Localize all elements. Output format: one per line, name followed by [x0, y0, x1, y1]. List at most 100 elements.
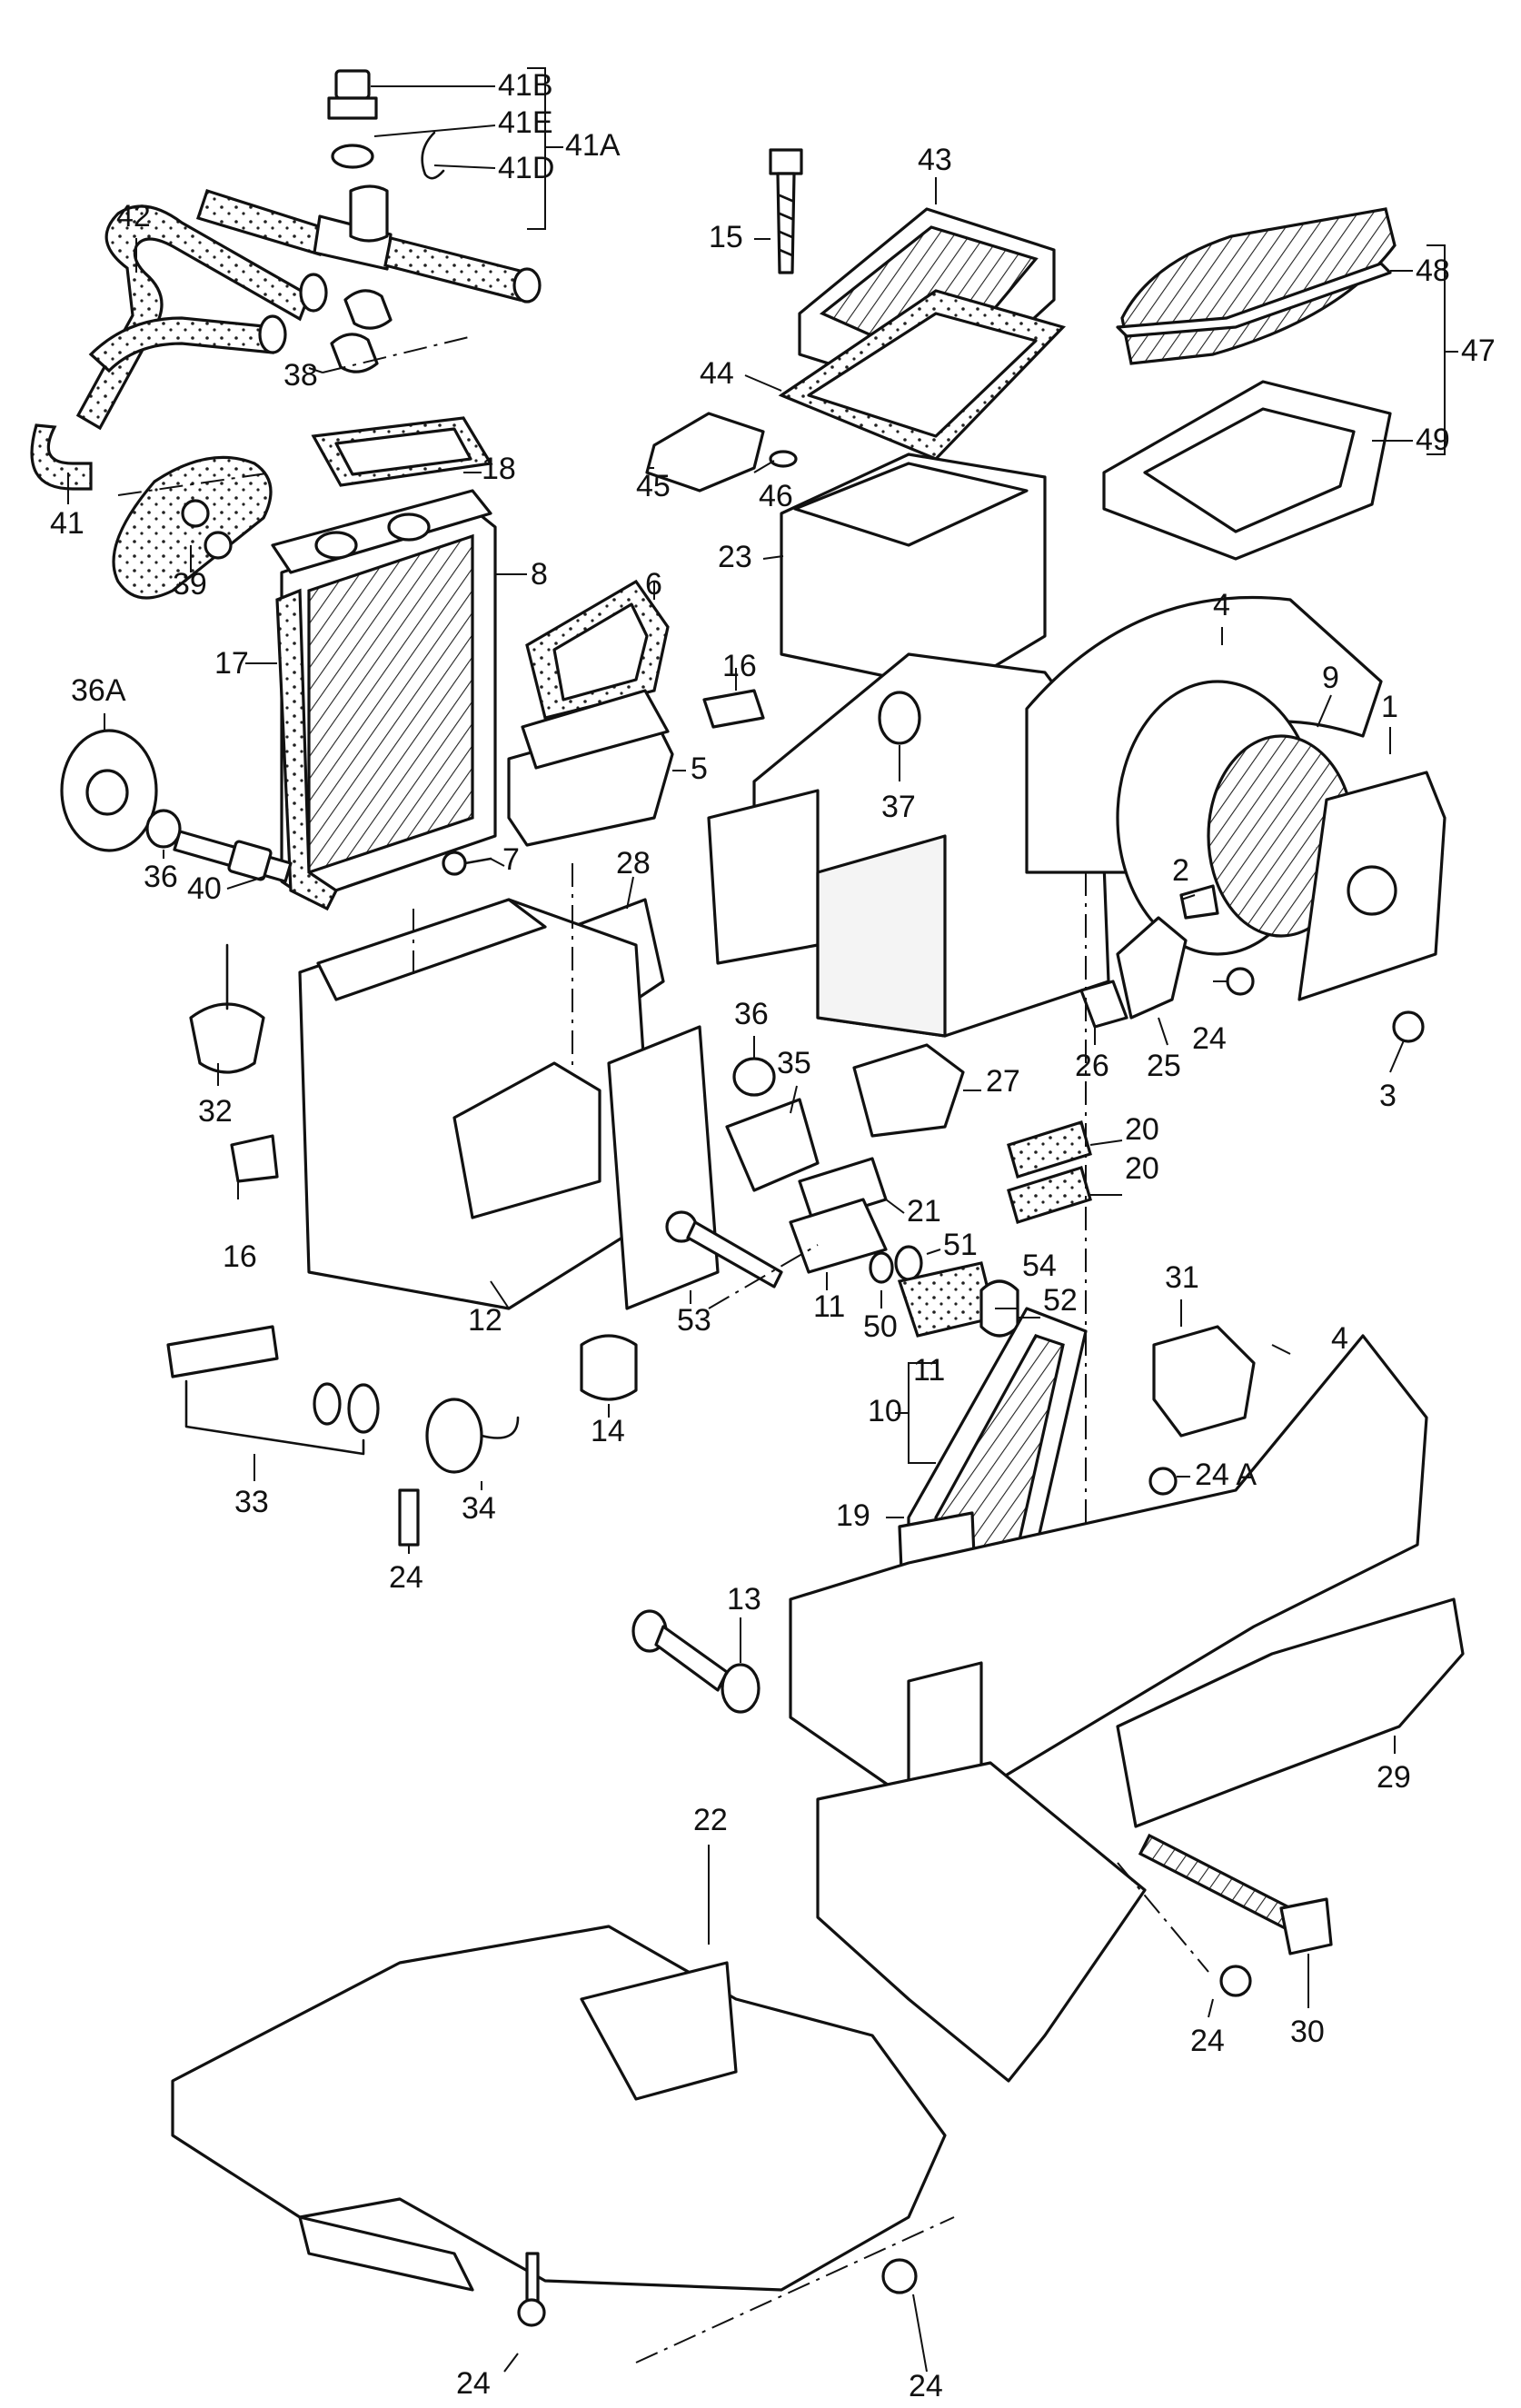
mount-14	[580, 1334, 638, 1401]
screw-24a	[1148, 1467, 1178, 1496]
relay-11a	[789, 1198, 888, 1274]
screw-7	[442, 851, 492, 876]
callout-21: 21	[907, 1194, 941, 1229]
drain-13	[631, 1609, 760, 1714]
callout-50: 50	[863, 1309, 898, 1344]
vacuum-actuator-32	[189, 943, 265, 1074]
callout-24e: 24	[456, 2366, 491, 2401]
heater-hoses	[30, 204, 328, 491]
leader-lines	[67, 67, 1458, 2373]
callout-6: 6	[645, 567, 662, 602]
callout-51: 51	[943, 1228, 978, 1262]
callout-4a: 4	[1213, 588, 1230, 622]
callout-26: 26	[1075, 1049, 1109, 1083]
callout-4b: 4	[1331, 1321, 1348, 1356]
gasket-35	[725, 1098, 820, 1192]
relay-31	[1152, 1325, 1256, 1438]
callout-3: 3	[1379, 1079, 1397, 1113]
callout-20b: 20	[1125, 1151, 1159, 1186]
callout-25: 25	[1147, 1049, 1181, 1083]
main-housing	[707, 652, 1110, 1038]
callout-39: 39	[173, 567, 207, 602]
callout-24a: 24	[1192, 1021, 1227, 1056]
grommet-37	[878, 691, 921, 745]
duct-gasket	[525, 579, 670, 720]
callout-1: 1	[1381, 690, 1398, 724]
callout-8: 8	[531, 557, 548, 592]
callout-34: 34	[462, 1491, 496, 1526]
coolant-temp-sender	[327, 69, 445, 180]
callout-16a: 16	[722, 649, 757, 683]
callout-12: 12	[468, 1303, 502, 1338]
callout-43: 43	[918, 143, 952, 177]
callout-52: 52	[1043, 1283, 1078, 1318]
alignment-axes	[117, 335, 1209, 2363]
blower-motor-1	[1207, 734, 1446, 1001]
callout-40: 40	[187, 871, 222, 906]
callout-42: 42	[116, 199, 151, 234]
mounting-bolt	[173, 830, 293, 883]
callout-41a: 41A	[565, 128, 621, 163]
callout-30: 30	[1290, 2015, 1325, 2049]
callout-17: 17	[214, 646, 249, 681]
callout-36: 36	[144, 860, 178, 894]
foam-seal	[112, 455, 273, 600]
callout-54: 54	[1022, 1249, 1057, 1283]
bracket-45	[645, 412, 765, 493]
callout-5: 5	[691, 751, 708, 786]
callout-41b: 41B	[498, 68, 553, 103]
callout-11a: 11	[813, 1289, 845, 1324]
washer-46	[769, 450, 798, 468]
callout-24f: 24	[909, 2369, 943, 2403]
duct-29	[1116, 1597, 1465, 1828]
strip-30	[1138, 1833, 1333, 1955]
callout-13: 13	[727, 1582, 761, 1617]
vacuum-actuator-34	[425, 1398, 520, 1474]
grommet-plate	[60, 729, 158, 852]
linkage-33	[166, 1325, 380, 1456]
callout-20a: 20	[1125, 1112, 1159, 1147]
callout-33: 33	[234, 1485, 269, 1519]
screw-24d	[1219, 1965, 1252, 1997]
callout-48: 48	[1416, 254, 1450, 288]
screws-24-3	[1226, 967, 1425, 1043]
callout-27: 27	[986, 1064, 1020, 1099]
hose-clamps	[330, 289, 393, 373]
callout-36a: 36A	[71, 673, 126, 708]
callout-10: 10	[868, 1394, 902, 1428]
heater-core	[271, 489, 497, 901]
callout-24c: 24	[389, 1560, 423, 1595]
clip-2	[1179, 884, 1219, 920]
lower-housing-4b	[789, 1334, 1428, 1801]
callout-16b: 16	[223, 1239, 257, 1274]
callout-22: 22	[693, 1803, 728, 1837]
callout-41: 41	[50, 506, 84, 541]
clip-16b	[230, 1134, 279, 1183]
callout-53: 53	[677, 1303, 711, 1338]
callout-24b: 24 A	[1195, 1458, 1257, 1492]
duct-adapter	[507, 689, 674, 847]
callout-11b: 11	[913, 1353, 945, 1388]
bracket-26	[1079, 980, 1128, 1029]
heater-hose-t-piece	[195, 184, 542, 303]
callout-44: 44	[700, 356, 734, 391]
callout-18: 18	[482, 452, 516, 486]
heater-core-side-seal	[275, 588, 339, 911]
heater-core-gasket	[311, 416, 493, 487]
resistor-25	[1116, 916, 1188, 1020]
callout-19: 19	[836, 1498, 870, 1533]
callout-38: 38	[283, 358, 318, 393]
filter-seal	[778, 289, 1067, 461]
callout-45: 45	[636, 469, 671, 503]
callout-32: 32	[198, 1094, 233, 1129]
screws-24ef	[517, 2252, 918, 2327]
sensor-27	[852, 1043, 965, 1138]
bolt-15	[769, 148, 803, 274]
clip-16	[702, 689, 765, 729]
callout-47: 47	[1461, 333, 1496, 368]
callout-41d: 41D	[498, 151, 554, 185]
callout-31: 31	[1165, 1260, 1199, 1295]
callout-labels: 41B 41E 41D 41A 42 38 41 18 39 8 17 36A …	[50, 68, 1496, 2403]
callout-9: 9	[1322, 661, 1339, 695]
